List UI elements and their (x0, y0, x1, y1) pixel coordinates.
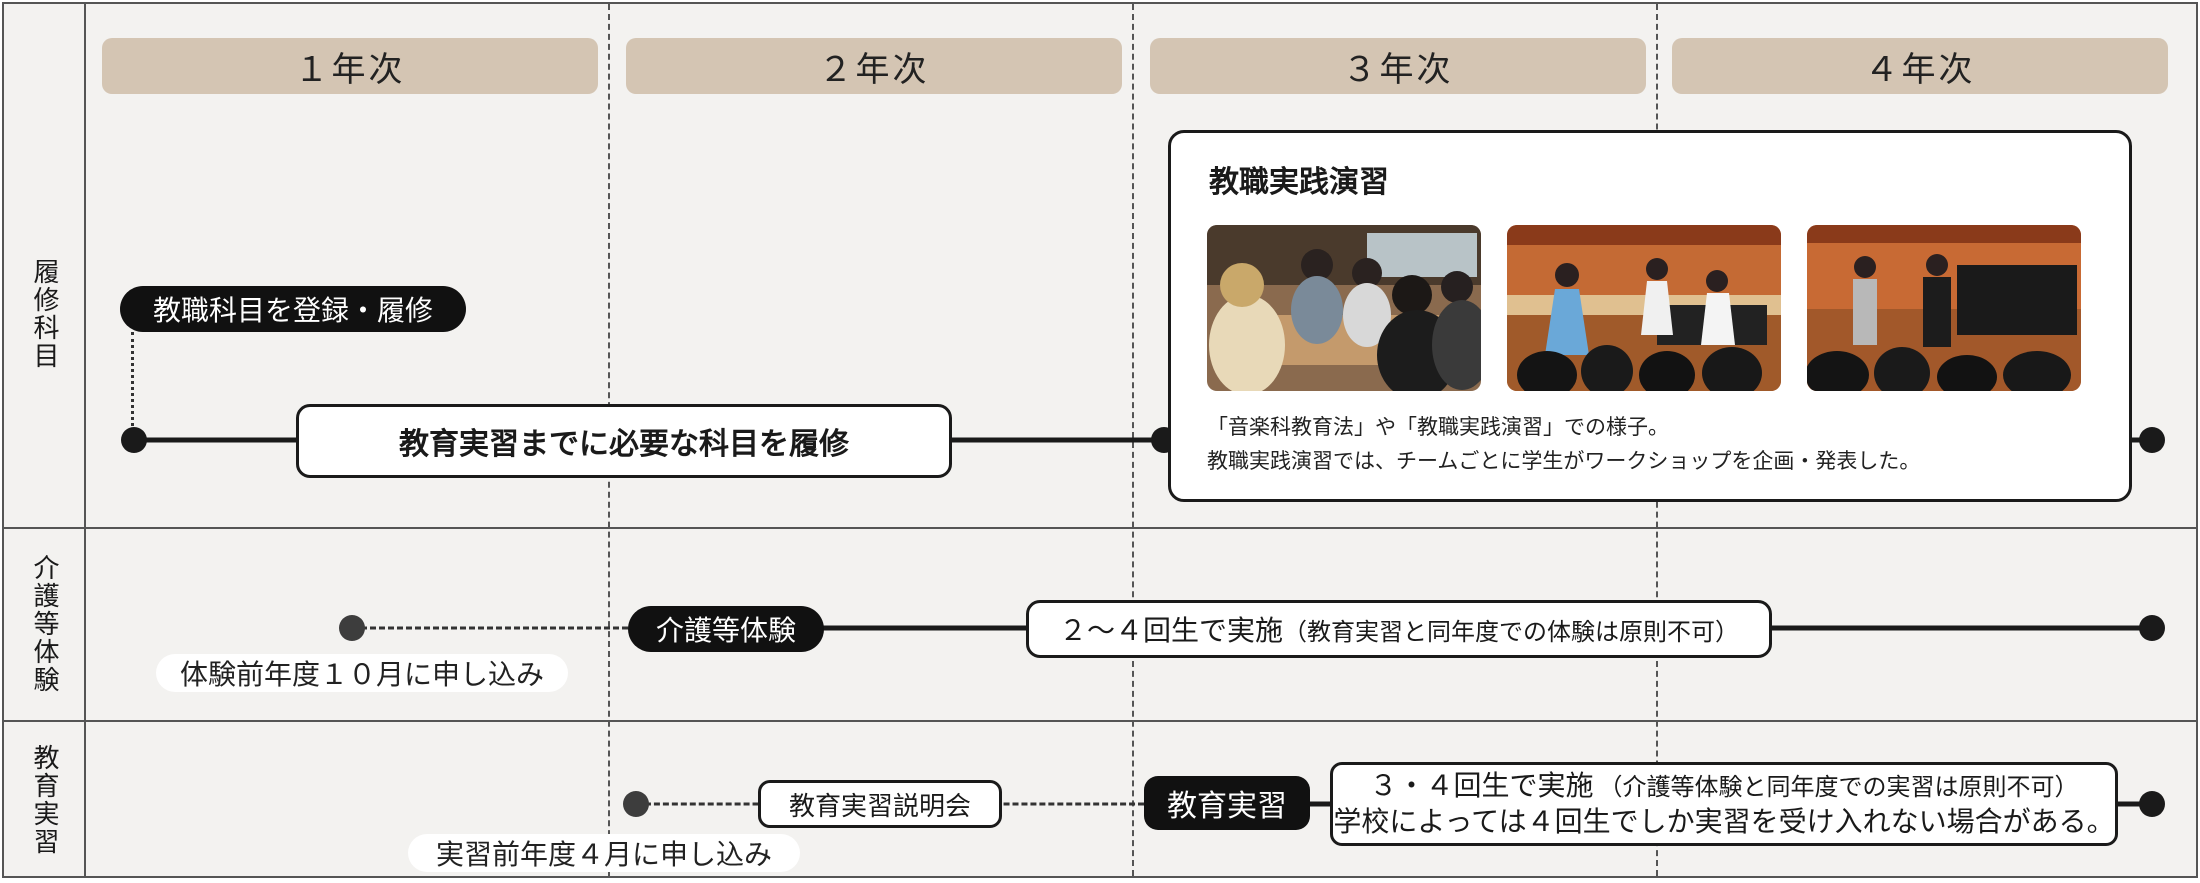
practice-seminar-card: 教職実践演習 (1168, 130, 2132, 502)
care-apply-dot (339, 615, 365, 641)
year-header-1: １年次 (102, 38, 598, 94)
care-period-note: （教育実習と同年度での体験は原則不可） (1283, 617, 1739, 646)
practicum-pill: 教育実習 (1144, 776, 1310, 830)
practicum-apply-note: 実習前年度４月に申し込み (408, 834, 800, 872)
register-connector (131, 332, 134, 438)
row-label-practicum: 教育実習 (29, 744, 59, 856)
card-caption-line-2: 教職実践演習では、チームごとに学生がワークショップを企画・発表した。 (1207, 449, 1921, 473)
care-apply-dashed-line (352, 626, 628, 630)
practicum-end-bar (2118, 801, 2152, 807)
practicum-connector-bar (1310, 801, 1330, 807)
practicum-apply-dot (623, 791, 649, 817)
care-end-dot (2139, 615, 2165, 641)
practicum-end-dot (2139, 791, 2165, 817)
card-caption-line-1: 「音楽科教育法」や「教職実践演習」での様子。 (1207, 415, 1669, 439)
register-courses-pill: 教職科目を登録・履修 (120, 286, 466, 332)
practicum-period-note: （介護等体験と同年度での実習は原則不可） (1598, 773, 2079, 801)
care-period-main: ２〜４回生で実施 (1058, 614, 1283, 647)
year-header-3: ３年次 (1150, 38, 1646, 94)
care-apply-note: 体験前年度１０月に申し込み (156, 654, 568, 692)
year-header-2: ２年次 (626, 38, 1122, 94)
care-period-box: ２〜４回生で実施 （教育実習と同年度での体験は原則不可） (1026, 600, 1772, 658)
photo-class-presentation (1807, 225, 2081, 391)
courses-start-dot (121, 427, 147, 453)
row-divider-2 (4, 720, 2196, 722)
courses-end-dot (2139, 427, 2165, 453)
row-label-care: 介護等体験 (29, 553, 59, 694)
practicum-period-line-2: 学校によっては４回生でしか実習を受け入れない場合がある。 (1333, 805, 2115, 838)
card-title: 教職実践演習 (1209, 165, 1389, 200)
row-divider-1 (4, 527, 2196, 529)
practicum-briefing-box: 教育実習説明会 (758, 780, 1002, 828)
year-header-4: ４年次 (1672, 38, 2168, 94)
practicum-period-box: ３・４回生で実施 （介護等体験と同年度での実習は原則不可） 学校によっては４回生… (1330, 762, 2118, 846)
row-label-courses: 履修科目 (29, 257, 59, 370)
care-experience-pill: 介護等体験 (628, 606, 824, 652)
row-label-divider (84, 4, 86, 876)
required-courses-box: 教育実習までに必要な科目を履修 (296, 404, 952, 478)
photo-stage-performance (1507, 225, 1781, 391)
photo-workshop-table (1207, 225, 1481, 391)
practicum-period-main: ３・４回生で実施 (1369, 769, 1594, 802)
